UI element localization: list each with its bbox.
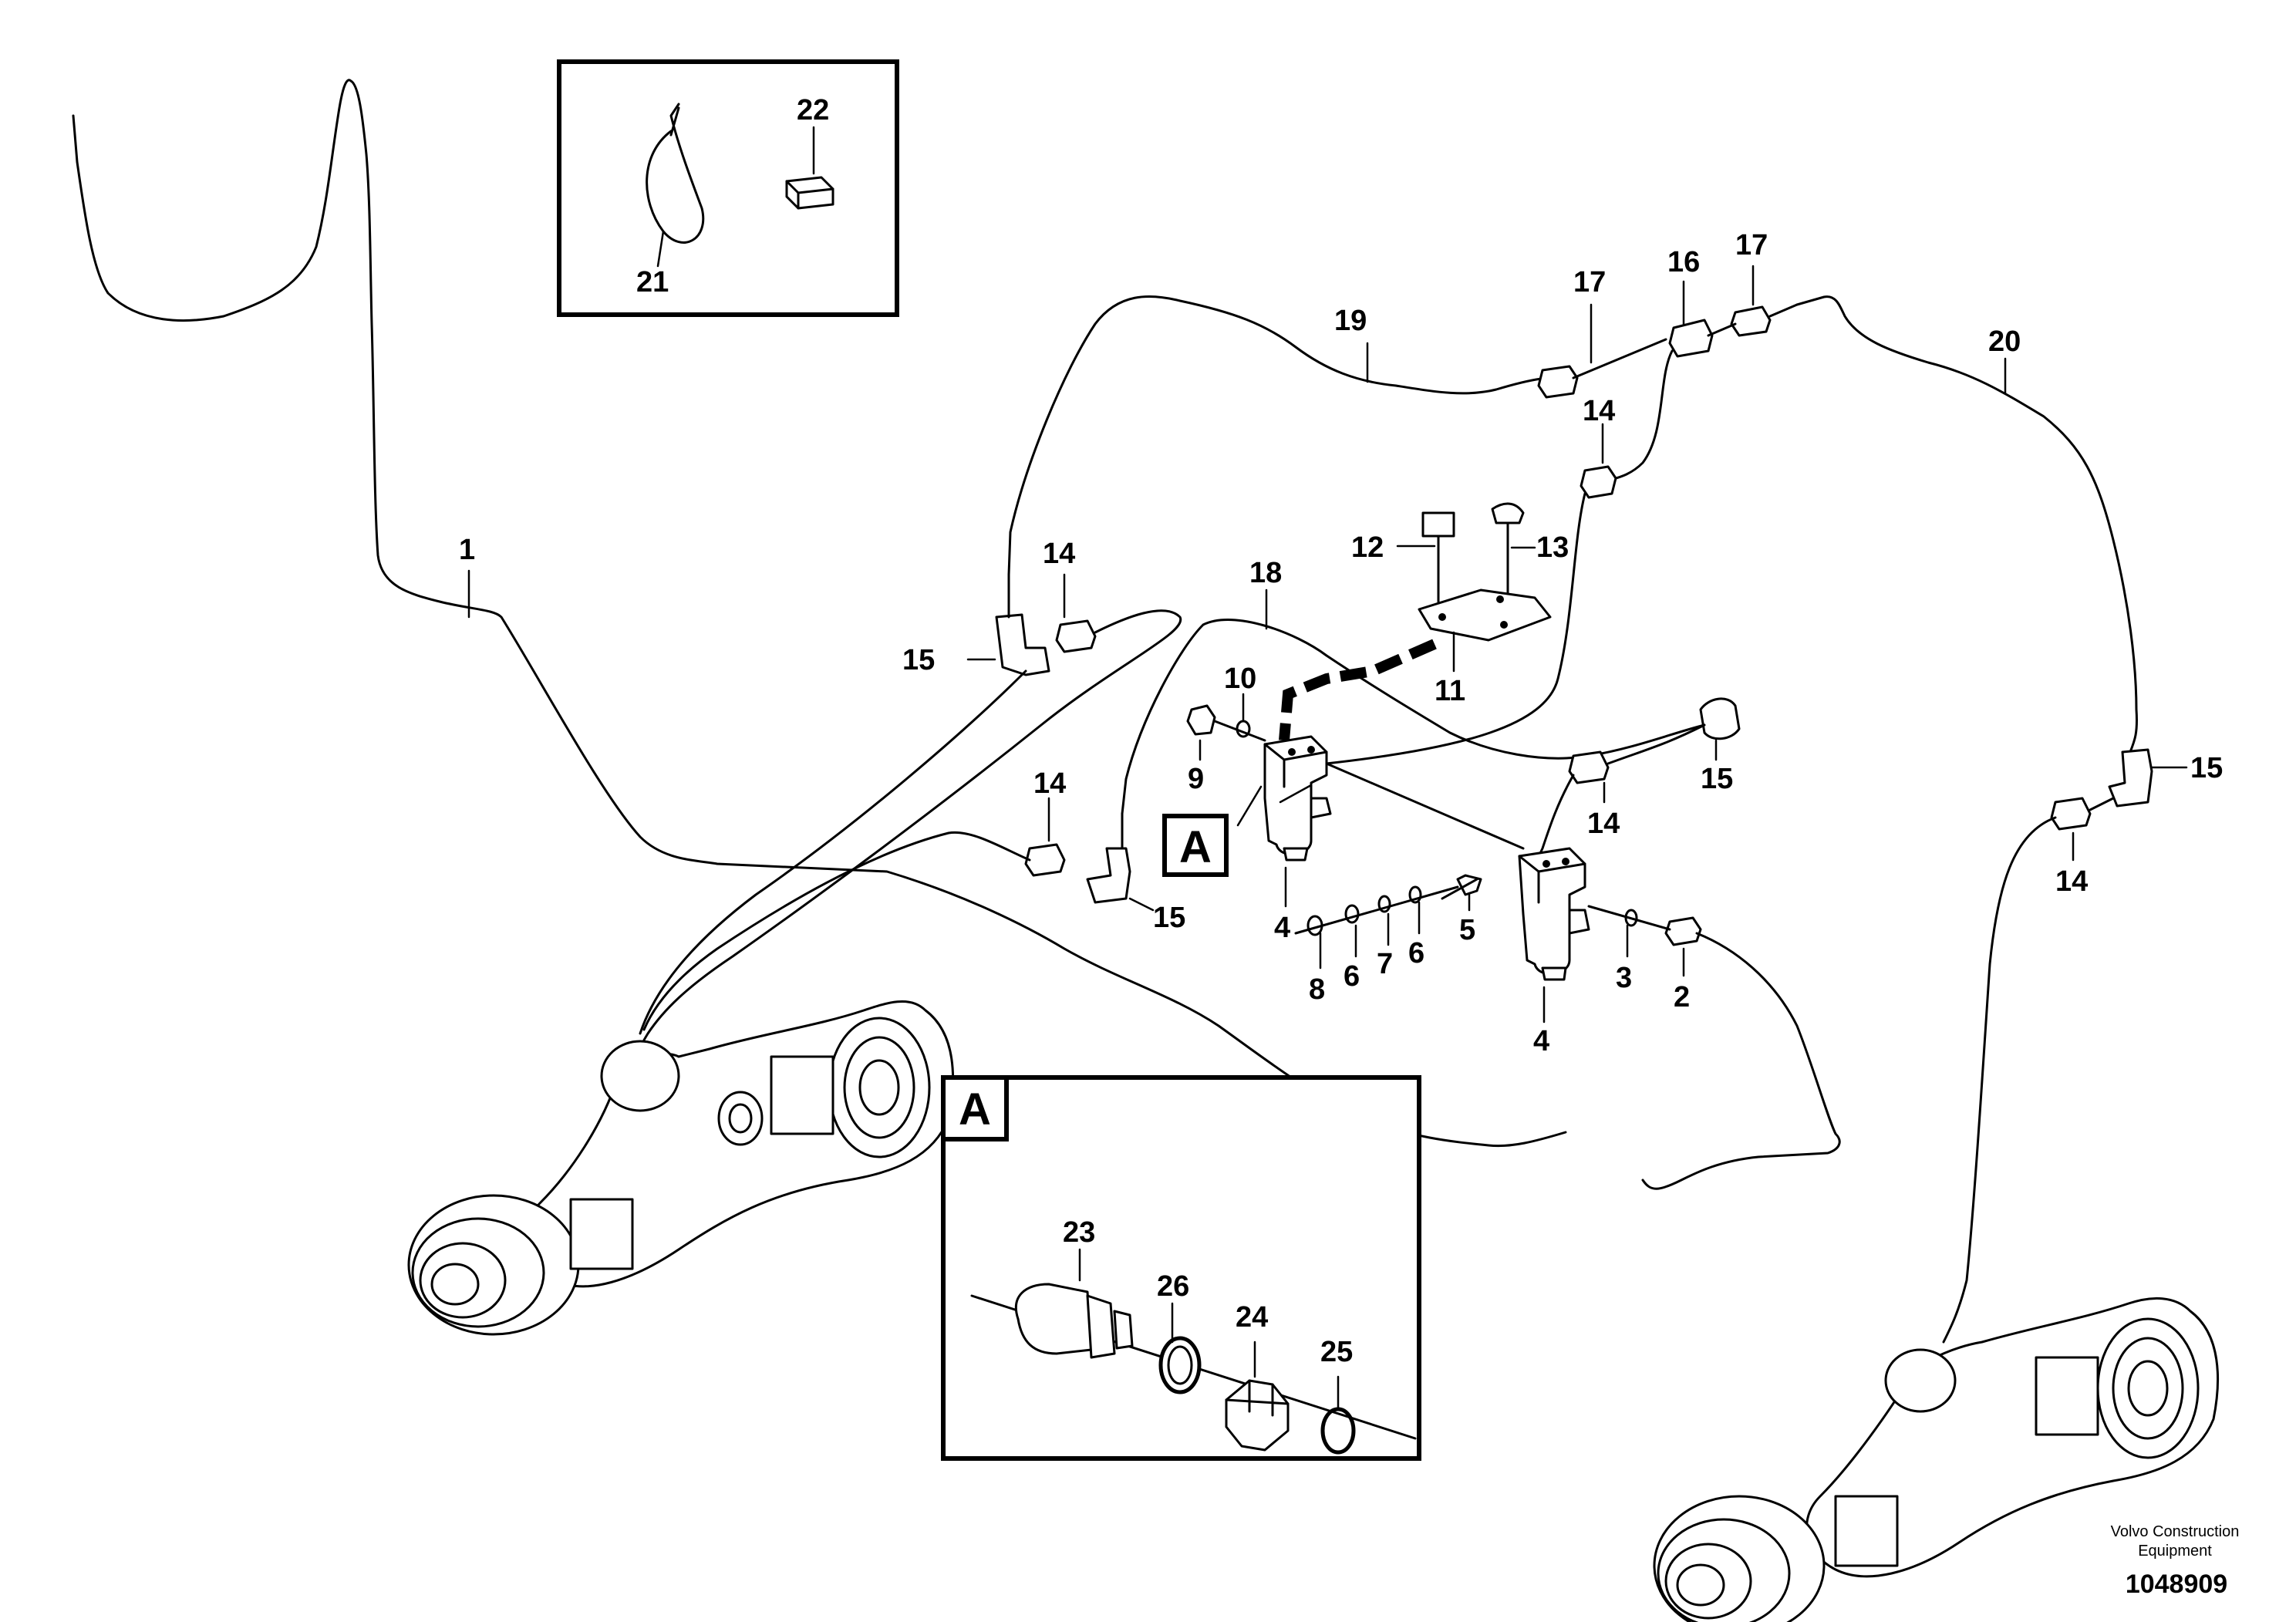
fitting-14-right [2050, 797, 2092, 831]
fitting-14-mid [1568, 750, 1610, 784]
callout-19: 19 [1334, 305, 1367, 337]
elbow-15-upper-left [995, 613, 1050, 676]
callout-7: 7 [1377, 948, 1393, 980]
callout-2: 2 [1674, 981, 1690, 1013]
bolt-12 [1421, 511, 1455, 603]
callout-5: 5 [1459, 914, 1475, 946]
callout-6a: 6 [1344, 960, 1360, 993]
cap-15-mid [1699, 697, 1741, 740]
axle-right [1653, 1297, 2220, 1622]
callout-4b: 4 [1533, 1025, 1549, 1057]
callout-25: 25 [1320, 1336, 1353, 1368]
valve-4-lower [1518, 847, 1590, 981]
bolt-13 [1491, 502, 1525, 595]
callout-26: 26 [1157, 1270, 1189, 1303]
callout-20: 20 [1988, 325, 2021, 358]
callout-13: 13 [1536, 531, 1569, 564]
fitting-14-mid-left [1024, 843, 1066, 877]
callout-15d: 15 [2190, 752, 2223, 784]
bracket-11 [1418, 588, 1552, 642]
callout-8: 8 [1309, 973, 1325, 1006]
callout-1: 1 [459, 534, 475, 566]
plug-9 [1186, 704, 1216, 736]
callout-10: 10 [1224, 663, 1256, 695]
nut-24 [1225, 1379, 1290, 1452]
callout-labels: 1 2 3 4 4 5 6 6 7 8 9 10 11 12 13 14 14 … [459, 94, 2223, 1368]
fitting-17-left [1537, 365, 1579, 399]
callout-9: 9 [1188, 763, 1204, 795]
inset-letter: A [959, 1084, 991, 1135]
callout-14c: 14 [1583, 395, 1615, 427]
callout-15c: 15 [1701, 763, 1733, 795]
brake-line-19 [1007, 295, 1575, 576]
callout-4a: 4 [1274, 912, 1290, 944]
valve-4-upper [1263, 735, 1332, 862]
callout-23: 23 [1063, 1216, 1095, 1249]
detail-marker-letter: A [1179, 822, 1212, 872]
washer-6-left [1344, 904, 1360, 924]
brake-line-1 [72, 79, 1567, 1148]
callout-15a: 15 [902, 644, 935, 676]
pressure-sensor-23 [1014, 1283, 1134, 1359]
union-16 [1668, 319, 1714, 358]
callout-14e: 14 [2055, 865, 2088, 898]
o-ring-25 [1320, 1407, 1356, 1455]
callout-12: 12 [1351, 531, 1384, 564]
elbow-15-right [2108, 748, 2153, 808]
seal-ring-26 [1158, 1336, 1202, 1394]
inset-box-detail-a: A [941, 1075, 1421, 1461]
callout-24: 24 [1236, 1301, 1268, 1334]
cable-tie-icon [646, 103, 705, 244]
brand-line-2: Equipment [2138, 1543, 2212, 1560]
fitting-14-top [1580, 465, 1617, 499]
callout-3: 3 [1616, 962, 1632, 994]
bolt-5 [1441, 874, 1482, 900]
detail-marker-a: A [1162, 814, 1229, 877]
callout-22: 22 [797, 94, 829, 126]
brake-line-20 [1795, 295, 2138, 754]
axle-left [407, 1000, 955, 1336]
callout-21: 21 [636, 266, 669, 298]
callout-15b: 15 [1153, 902, 1185, 934]
callout-16: 16 [1667, 246, 1700, 278]
clip-block-icon [785, 176, 834, 210]
callout-6b: 6 [1408, 937, 1424, 969]
brand-line-1: Volvo Construction [2111, 1523, 2240, 1540]
callout-14a: 14 [1043, 538, 1075, 570]
fitting-14-upper-left [1055, 619, 1097, 653]
callout-17a: 17 [1573, 266, 1606, 298]
elbow-15-mid-left [1086, 847, 1131, 904]
fitting-2 [1664, 916, 1702, 946]
callout-14d: 14 [1587, 808, 1620, 840]
footer: Volvo Construction Equipment 1048909 [2111, 1523, 2240, 1599]
callout-11: 11 [1435, 675, 1465, 707]
document-number: 1048909 [2126, 1570, 2227, 1599]
callout-18: 18 [1249, 557, 1282, 589]
callout-17b: 17 [1735, 229, 1768, 261]
callout-14b: 14 [1033, 767, 1066, 800]
inset-box-accessories [557, 59, 899, 317]
fitting-17-right [1730, 305, 1772, 337]
